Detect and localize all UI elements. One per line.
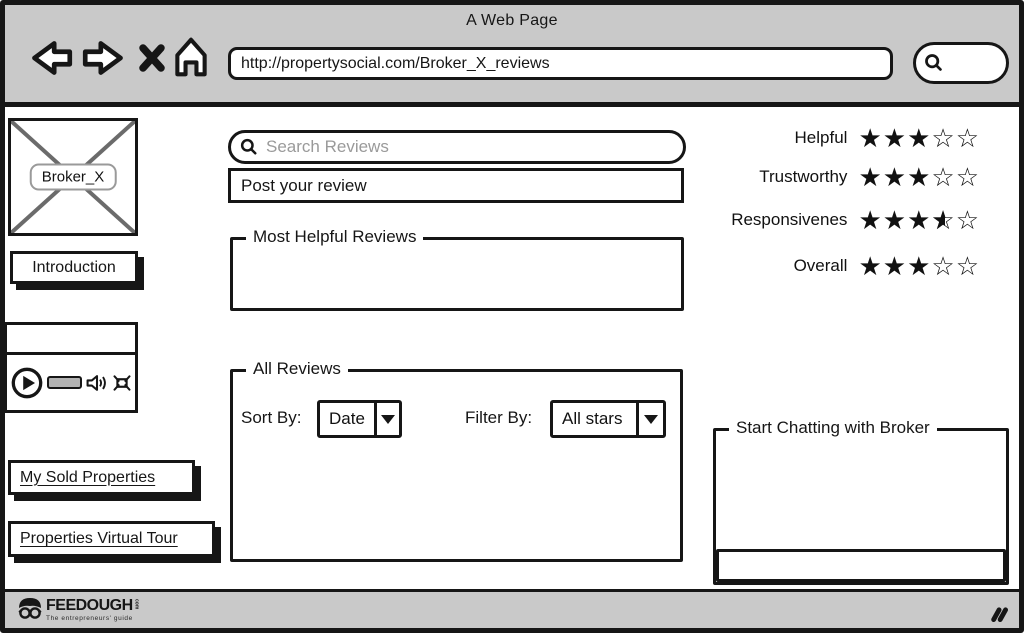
star-empty-icon: ☆ [931, 123, 956, 153]
fullscreen-icon [113, 374, 131, 391]
star-filled-icon: ★ [882, 162, 908, 192]
rating-row-helpful: Helpful ★★★☆☆ [695, 123, 980, 153]
brand-tagline: The entrepreneurs' guide [46, 614, 133, 622]
feedough-logo: FEEDOUGH com The entrepreneurs' guide [17, 596, 140, 624]
star-rating: ★★★☆☆ [858, 251, 980, 281]
filter-by-value: All stars [562, 409, 623, 428]
star-empty-icon: ☆ [955, 205, 980, 235]
url-bar-input[interactable] [228, 47, 893, 80]
rating-label: Overall [793, 256, 848, 275]
star-empty-icon: ☆ [955, 162, 980, 192]
video-controls [7, 355, 135, 410]
home-icon [175, 37, 207, 77]
home-button[interactable] [171, 34, 211, 80]
search-reviews-box[interactable] [228, 130, 686, 164]
chat-message-input[interactable] [716, 549, 1006, 582]
broker-profile-image: Broker_X [8, 118, 138, 236]
chat-panel-title: Start Chatting with Broker [729, 418, 937, 438]
properties-virtual-tour-label: Properties Virtual Tour [20, 530, 178, 547]
star-filled-icon: ★ [907, 205, 932, 235]
rating-label: Trustworthy [759, 167, 848, 186]
broker-image-label: Broker_X [29, 163, 117, 191]
filter-by-select[interactable]: All stars [550, 400, 666, 438]
introduction-button[interactable]: Introduction [10, 251, 138, 284]
star-half-icon: ☆★ [931, 205, 956, 235]
most-helpful-reviews-title: Most Helpful Reviews [246, 227, 424, 247]
search-icon [240, 138, 257, 155]
my-sold-properties-label: My Sold Properties [20, 468, 156, 486]
brand-suffix: com [133, 598, 140, 610]
search-reviews-input[interactable] [259, 133, 683, 161]
star-empty-icon: ☆ [955, 251, 980, 281]
feedough-face-icon [18, 598, 42, 619]
back-arrow-icon [32, 41, 73, 75]
star-empty-icon: ☆ [955, 123, 980, 153]
volume-button[interactable] [85, 372, 109, 394]
close-button[interactable] [136, 39, 168, 77]
rating-row-trustworthy: Trustworthy ★★★☆☆ [695, 162, 980, 192]
properties-virtual-tour-button[interactable]: Properties Virtual Tour [8, 521, 215, 557]
feedough-wordmark: FEEDOUGH com The entrepreneurs' guide [46, 596, 140, 623]
video-progress-bar[interactable] [47, 376, 82, 389]
window-title: A Web Page [466, 12, 558, 29]
my-sold-properties-button[interactable]: My Sold Properties [8, 460, 195, 495]
introduction-button-label: Introduction [32, 258, 116, 276]
chat-panel: Start Chatting with Broker [713, 418, 1009, 585]
star-rating: ★★★☆★☆ [858, 205, 980, 235]
star-empty-icon: ☆ [931, 162, 956, 192]
browser-search-box[interactable] [913, 42, 1009, 84]
search-icon [925, 54, 942, 71]
rating-row-responsiveness: Responsivenes ★★★☆★☆ [695, 205, 980, 235]
chevron-down-icon[interactable] [636, 403, 663, 435]
chevron-down-icon[interactable] [373, 403, 399, 435]
window-resize-handle[interactable] [985, 599, 1011, 625]
sort-by-value: Date [329, 409, 365, 428]
star-filled-icon: ★ [858, 251, 883, 281]
all-reviews-panel: All Reviews Sort By: Date Filter By: All… [230, 359, 683, 562]
speaker-icon [86, 374, 106, 391]
back-button[interactable] [22, 36, 76, 80]
rating-label: Helpful [794, 128, 848, 147]
close-x-icon [139, 44, 165, 72]
sort-by-select[interactable]: Date [317, 400, 402, 438]
intro-video-player [4, 322, 138, 413]
brand-name: FEEDOUGH [46, 596, 133, 614]
star-filled-icon: ★ [907, 123, 932, 153]
filter-by-label: Filter By: [465, 408, 533, 427]
sort-by-label: Sort By: [241, 408, 302, 427]
play-button[interactable] [10, 366, 44, 400]
footer-bar: FEEDOUGH com The entrepreneurs' guide [5, 589, 1019, 628]
forward-button[interactable] [79, 36, 133, 80]
browser-chrome: A Web Page [5, 5, 1019, 107]
star-filled-icon: ★ [858, 162, 883, 192]
star-filled-icon: ★ [882, 123, 908, 153]
star-filled-icon: ★ [882, 251, 908, 281]
star-filled-icon: ★ [882, 205, 908, 235]
most-helpful-reviews-panel: Most Helpful Reviews [230, 227, 684, 311]
post-review-input[interactable] [228, 168, 684, 203]
video-area [7, 325, 135, 355]
star-empty-icon: ☆ [931, 251, 956, 281]
star-filled-icon: ★ [907, 251, 932, 281]
star-filled-icon: ★ [858, 205, 883, 235]
star-filled-icon: ★ [858, 123, 883, 153]
star-rating: ★★★☆☆ [858, 123, 980, 153]
fullscreen-button[interactable] [112, 373, 132, 393]
star-rating: ★★★☆☆ [858, 162, 980, 192]
resize-grip-icon [991, 607, 1009, 623]
rating-row-overall: Overall ★★★☆☆ [695, 251, 980, 281]
all-reviews-title: All Reviews [246, 359, 348, 379]
rating-label: Responsivenes [731, 210, 848, 229]
forward-arrow-icon [82, 41, 123, 75]
play-icon [11, 367, 43, 398]
star-filled-icon: ★ [907, 162, 932, 192]
